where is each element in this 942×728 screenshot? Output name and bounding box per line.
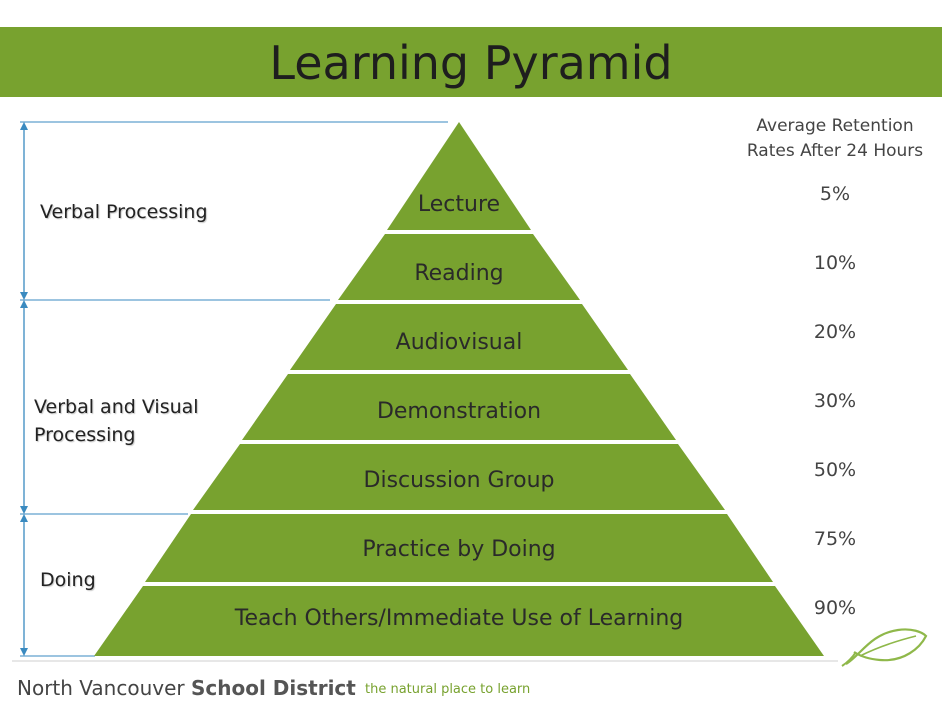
tier-audiovisual — [290, 304, 628, 370]
tier-lecture — [387, 122, 531, 230]
retention-header: Average Retention Rates After 24 Hours — [730, 114, 940, 164]
tier-label-demonstration: Demonstration — [377, 399, 541, 424]
tier-teach-others — [94, 586, 824, 656]
group-label-verbal-text: Verbal Processing — [40, 201, 208, 223]
tier-demonstration — [242, 374, 676, 440]
tier-label-reading: Reading — [414, 261, 503, 286]
page-title: Learning Pyramid — [269, 36, 673, 90]
pyramid-tiers — [94, 122, 824, 656]
group-label-verbal-visual-line2: Processing — [34, 424, 136, 446]
retention-reading: 10% — [813, 252, 857, 274]
tier-practice-by-doing — [145, 514, 773, 582]
retention-practice-by-doing: 75% — [813, 528, 857, 550]
tier-label-lecture: Lecture — [418, 192, 500, 217]
tier-reading — [338, 234, 580, 300]
retention-header-line1: Average Retention — [756, 116, 914, 136]
tier-label-teach-others: Teach Others/Immediate Use of Learning — [234, 606, 684, 631]
group-label-verbal-visual-line1: Verbal and Visual — [34, 396, 199, 418]
tier-discussion-group — [193, 444, 725, 510]
footer-district-name: North Vancouver School District — [17, 676, 356, 700]
retention-audiovisual: 20% — [813, 321, 857, 343]
title-bar — [0, 27, 942, 97]
group-label-doing: Doing — [40, 566, 96, 594]
tier-label-practice-by-doing: Practice by Doing — [362, 537, 555, 562]
group-label-verbal-visual: Verbal and Visual Processing — [34, 393, 199, 449]
group-label-verbal: Verbal Processing — [40, 198, 208, 226]
retention-teach-others: 90% — [813, 597, 857, 619]
leaf-icon — [841, 628, 928, 667]
footer-name-regular: North Vancouver — [17, 676, 191, 700]
retention-discussion-group: 50% — [813, 459, 857, 481]
retention-demonstration: 30% — [813, 390, 857, 412]
footer-name-bold: School District — [190, 676, 356, 700]
tier-label-audiovisual: Audiovisual — [396, 330, 523, 355]
tier-label-discussion-group: Discussion Group — [364, 468, 555, 493]
footer-tagline: the natural place to learn — [365, 682, 531, 697]
group-label-doing-text: Doing — [40, 569, 96, 591]
tier-labels: Lecture Reading Audiovisual Demonstratio… — [234, 192, 684, 631]
group-brackets — [20, 121, 448, 657]
retention-lecture: 5% — [819, 183, 851, 205]
retention-header-line2: Rates After 24 Hours — [746, 141, 924, 161]
